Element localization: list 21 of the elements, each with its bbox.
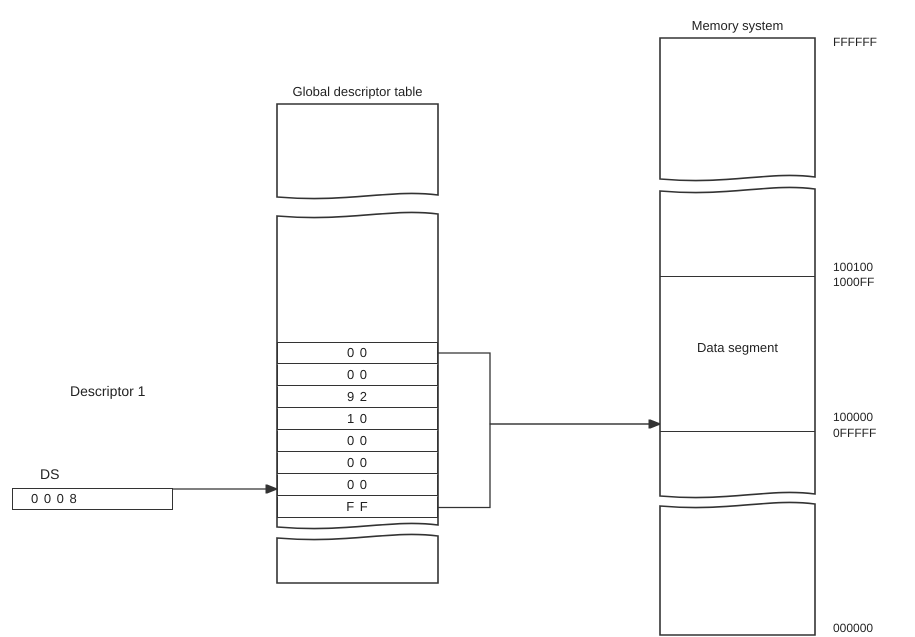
address-label: 100000 bbox=[833, 409, 874, 425]
descriptor-byte-row: 0 0 bbox=[277, 431, 438, 452]
descriptor-label: Descriptor 1 bbox=[70, 383, 146, 399]
descriptor-byte-row: F F bbox=[277, 497, 438, 518]
arrow bbox=[173, 484, 278, 494]
descriptor-byte-row: 9 2 bbox=[277, 387, 438, 408]
descriptor-byte-row: 0 0 bbox=[277, 453, 438, 474]
descriptor-byte-row: 1 0 bbox=[277, 409, 438, 430]
address-label: 100100 bbox=[833, 259, 874, 275]
register-box: 0 0 0 8 bbox=[12, 488, 173, 510]
address-label: FFFFFF bbox=[833, 34, 877, 50]
address-label: 1000FF bbox=[833, 274, 874, 290]
address-label: 0FFFFF bbox=[833, 425, 876, 441]
descriptor-byte-row: 0 0 bbox=[277, 365, 438, 386]
descriptor-byte-row: 0 0 bbox=[277, 342, 438, 364]
address-label: 000000 bbox=[833, 620, 874, 636]
register-name: DS bbox=[40, 466, 60, 482]
column-title: Memory system bbox=[690, 18, 784, 34]
column-title: Global descriptor table bbox=[291, 84, 424, 100]
descriptor-byte-row: 0 0 bbox=[277, 475, 438, 496]
arrow bbox=[438, 418, 661, 508]
